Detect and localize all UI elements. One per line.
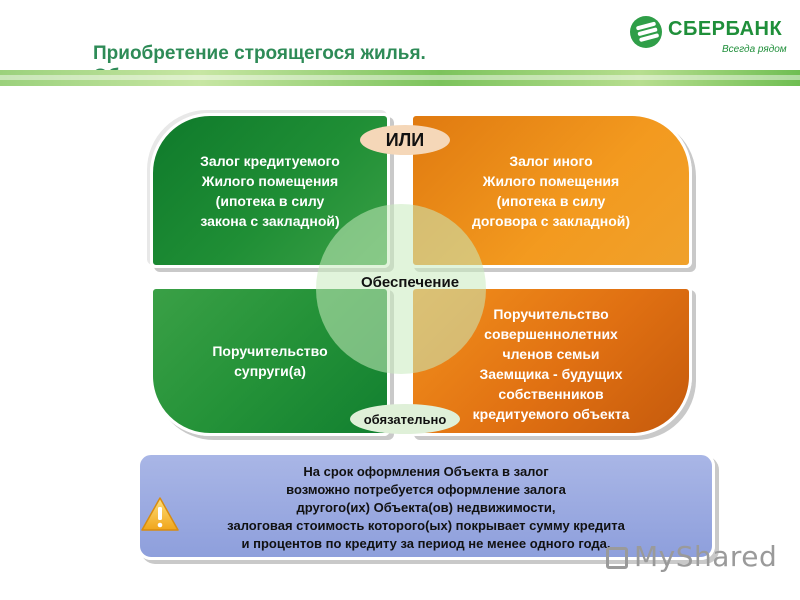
required-badge: обязательно	[350, 404, 460, 434]
collateral-note: На срок оформления Объекта в залог возмо…	[137, 452, 715, 560]
or-badge: ИЛИ	[360, 125, 450, 155]
quad-tr-line-2: Жилого помещения	[482, 172, 620, 189]
title-line-1: Приобретение строящегося жилья.	[93, 43, 426, 64]
note-line-5: и процентов по кредиту за период не мене…	[241, 536, 611, 551]
sberbank-logo: СБЕРБАНК Всегда рядом	[630, 16, 800, 60]
center-circle	[316, 204, 486, 374]
quad-br-line-4: Заемщика - будущих	[479, 366, 623, 382]
quad-tr-line-1: Залог иного	[509, 152, 593, 169]
note-line-1: На срок оформления Объекта в залог	[303, 464, 549, 479]
quad-br-line-5: собственников	[498, 386, 604, 402]
center-label: Обеспечение	[360, 274, 460, 291]
note-line-4: залоговая стоимость которого(ых) покрыва…	[227, 518, 625, 533]
quad-bl-line-1: Поручительство	[212, 343, 328, 359]
watermark-icon	[606, 547, 628, 569]
quad-tl-line-1: Залог кредитуемого	[200, 152, 340, 169]
logo-mark-icon	[630, 16, 662, 48]
quad-tl-line-4: закона с закладной)	[200, 212, 340, 229]
warning-icon	[140, 496, 180, 532]
watermark: MyShared	[606, 540, 777, 573]
logo-slogan: Всегда рядом	[722, 44, 787, 55]
header-band	[0, 70, 800, 86]
quad-tl-line-3: (ипотека в силу	[215, 192, 325, 209]
note-line-3: другого(их) Объекта(ов) недвижимости,	[296, 500, 556, 515]
quad-br-line-1: Поручительство	[493, 306, 609, 322]
quad-br-line-3: членов семьи	[502, 346, 600, 362]
collateral-other-housing: Залог иного Жилого помещения (ипотека в …	[410, 113, 692, 268]
quad-tr-line-3: (ипотека в силу	[496, 192, 606, 209]
quad-br-line-2: совершеннолетних	[484, 326, 618, 342]
quad-bl-line-2: супруги(а)	[234, 363, 306, 379]
quad-tr-line-4: договора с закладной)	[471, 212, 631, 229]
quad-tl-line-2: Жилого помещения	[201, 172, 339, 189]
logo-name: СБЕРБАНК	[668, 18, 783, 40]
note-line-2: возможно потребуется оформление залога	[286, 482, 566, 497]
watermark-text: MyShared	[634, 540, 778, 573]
quad-br-line-6: кредитуемого объекта	[472, 406, 630, 422]
